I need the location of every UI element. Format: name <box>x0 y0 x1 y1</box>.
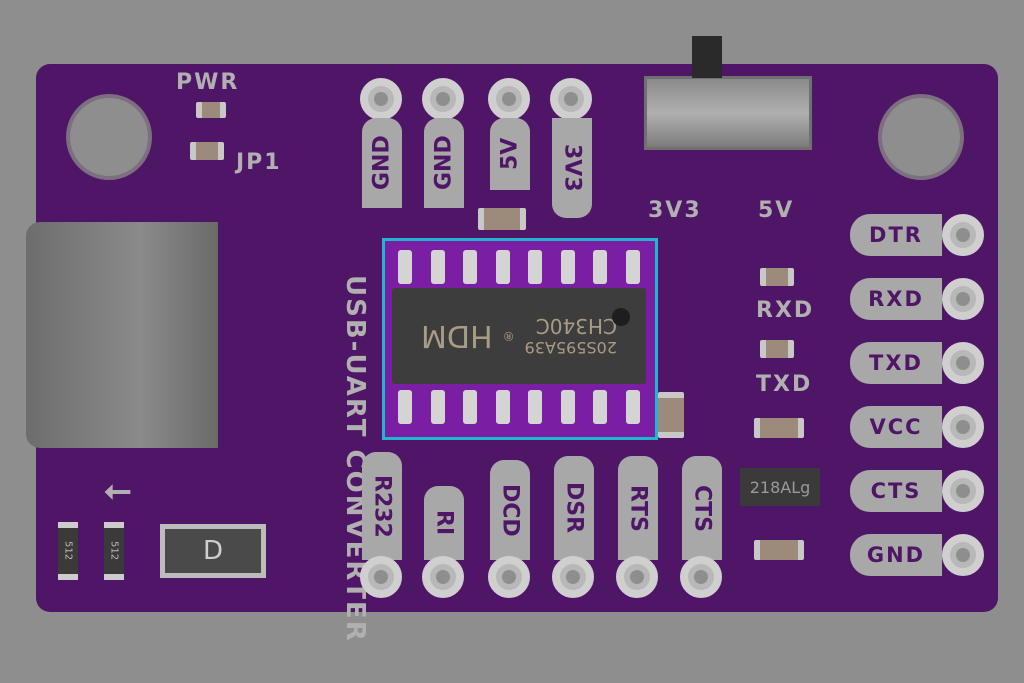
switch-knob[interactable] <box>692 36 722 78</box>
resistor <box>190 142 224 160</box>
pad-vcc <box>942 406 984 448</box>
capacitor <box>754 418 804 438</box>
chip-code: 20S595A39 <box>524 338 617 358</box>
pin-label-vcc: VCC <box>850 406 942 448</box>
pad-cts <box>942 470 984 512</box>
pin-label-gnd: GND <box>362 118 402 208</box>
jp1-label: JP1 <box>236 150 282 175</box>
pad-rts <box>616 556 658 598</box>
pad-r232 <box>360 556 402 598</box>
right-pin-header: DTR RXD TXD VCC CTS GND <box>850 214 984 576</box>
switch-3v3-label: 3V3 <box>648 198 702 223</box>
pin-label-dcd: DCD <box>490 460 530 560</box>
usb-c-connector <box>26 222 218 448</box>
chip-markings: 20S595A39 CH340C ® HDM <box>392 288 646 384</box>
led-txd-label: TXD <box>756 372 813 397</box>
capacitor <box>478 208 526 230</box>
pad-gnd <box>360 78 402 120</box>
chip-bottom-pins <box>392 390 646 424</box>
diode: D <box>160 524 266 578</box>
chip-top-pins <box>392 250 646 284</box>
mounting-hole <box>878 94 964 180</box>
led-rxd-label: RXD <box>756 298 815 323</box>
pin1-dot <box>612 308 630 326</box>
pin-label-rxd: RXD <box>850 278 942 320</box>
pad-rxd <box>942 278 984 320</box>
pin-label-dtr: DTR <box>850 214 942 256</box>
pin-label-txd: TXD <box>850 342 942 384</box>
pwr-label: PWR <box>176 70 240 95</box>
pwr-led <box>196 102 226 118</box>
chip-part: CH340C <box>535 314 617 339</box>
pad-3v3 <box>550 78 592 120</box>
pin-label-cts: CTS <box>682 456 722 560</box>
pin-label-gnd: GND <box>850 534 942 576</box>
switch-5v-label: 5V <box>758 198 795 223</box>
capacitor <box>754 540 804 560</box>
pad-dtr <box>942 214 984 256</box>
resistor-512: 512 <box>104 522 124 580</box>
pad-gnd <box>422 78 464 120</box>
pad-txd <box>942 342 984 384</box>
pad-dcd <box>488 556 530 598</box>
pin-label-gnd: GND <box>424 118 464 208</box>
pad-ri <box>422 556 464 598</box>
voltage-switch[interactable] <box>644 76 812 150</box>
pin-label-ri: RI <box>424 486 464 560</box>
pad-dsr <box>552 556 594 598</box>
resistor-512: 512 <box>58 522 78 580</box>
pin-label-cts: CTS <box>850 470 942 512</box>
led-txd <box>760 340 794 358</box>
ch340c-chip: 20S595A39 CH340C ® HDM <box>392 288 646 384</box>
pin-label-3v3: 3V3 <box>552 118 592 218</box>
pin-label-5v: 5V <box>490 118 530 190</box>
usb-symbol-icon: ⭠ <box>104 470 134 510</box>
registered-mark: ® <box>502 329 515 343</box>
pad-5v <box>488 78 530 120</box>
pin-label-rts: RTS <box>618 456 658 560</box>
pad-gnd <box>942 534 984 576</box>
mounting-hole <box>66 94 152 180</box>
pin-label-r232: R232 <box>362 452 402 560</box>
pin-label-dsr: DSR <box>554 456 594 560</box>
led-rxd <box>760 268 794 286</box>
capacitor <box>658 392 684 438</box>
chip-logo: HDM <box>421 318 493 354</box>
regulator-chip: 218ALg <box>740 468 820 506</box>
pad-cts <box>680 556 722 598</box>
